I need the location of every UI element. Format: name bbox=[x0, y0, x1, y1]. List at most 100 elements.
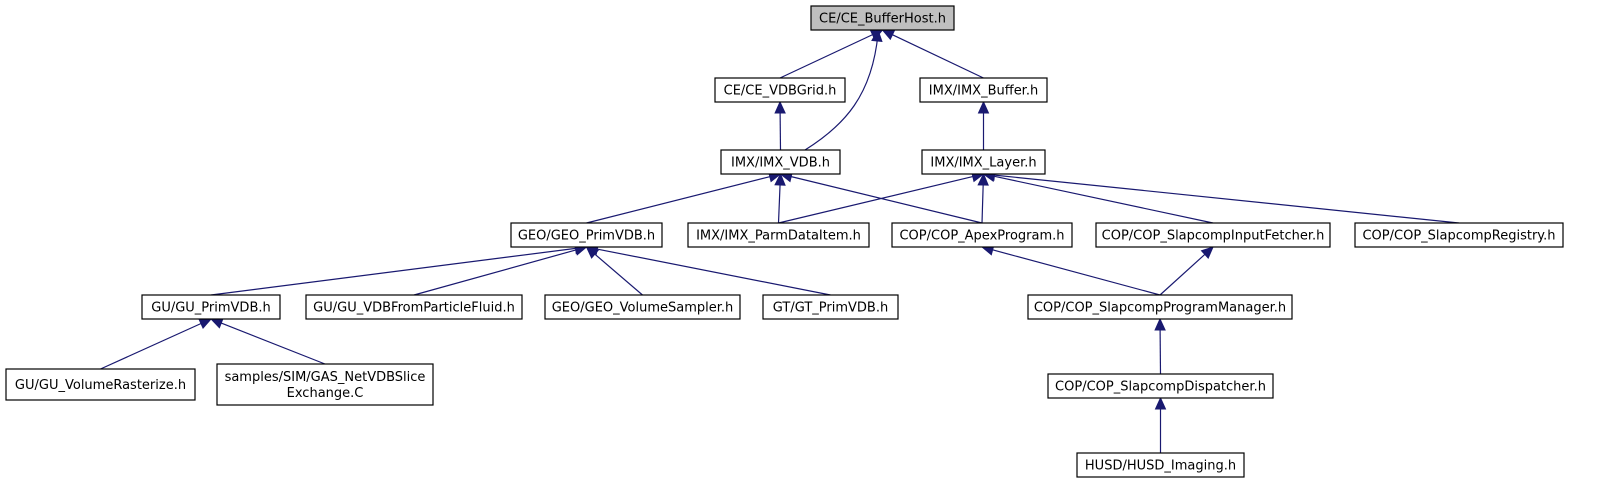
graph-node[interactable]: COP/COP_ApexProgram.h bbox=[891, 222, 1073, 248]
graph-node[interactable]: COP/COP_SlapcompProgramManager.h bbox=[1027, 294, 1293, 320]
edge-n15-to-n10 bbox=[100, 318, 213, 370]
edge-n4-to-n2 bbox=[977, 100, 990, 150]
arrowhead-icon bbox=[977, 172, 989, 186]
arrowhead-icon bbox=[881, 29, 896, 41]
edge-line bbox=[991, 249, 1161, 296]
edge-n10-to-n5 bbox=[210, 242, 588, 296]
arrowhead-icon bbox=[1200, 246, 1214, 260]
node-box bbox=[1027, 294, 1293, 320]
arrowhead-icon bbox=[977, 100, 990, 114]
graph-node[interactable]: COP/COP_SlapcompDispatcher.h bbox=[1047, 373, 1274, 399]
edge-n11-to-n5 bbox=[413, 244, 588, 296]
edge-n9-to-n4 bbox=[982, 169, 1460, 224]
arrowhead-icon bbox=[774, 100, 786, 114]
edge-line bbox=[593, 253, 643, 296]
edge-line bbox=[210, 247, 577, 296]
node-box bbox=[141, 294, 281, 320]
edge-n14-to-n8 bbox=[1159, 246, 1214, 296]
graph-node[interactable]: IMX/IMX_ParmDataItem.h bbox=[687, 222, 870, 248]
edge-n3-to-n0 bbox=[804, 28, 883, 151]
edge-line bbox=[596, 248, 831, 296]
graph-node[interactable]: GT/GT_PrimVDB.h bbox=[762, 294, 899, 320]
graph-node[interactable]: IMX/IMX_Layer.h bbox=[921, 149, 1046, 175]
node-box bbox=[921, 149, 1046, 175]
graph-node[interactable]: COP/COP_SlapcompRegistry.h bbox=[1354, 222, 1564, 248]
node-label: samples/SIM/GAS_NetVDBSlice bbox=[225, 370, 426, 385]
arrowhead-icon bbox=[198, 318, 213, 330]
graph-node[interactable]: GU/GU_VolumeRasterize.h bbox=[5, 368, 196, 401]
edge-n17-to-n14 bbox=[1154, 317, 1166, 375]
arrowhead-icon bbox=[1154, 317, 1166, 331]
node-label: CE/CE_VDBGrid.h bbox=[724, 84, 837, 99]
edge-line bbox=[100, 322, 203, 370]
node-box bbox=[216, 363, 434, 406]
graph-node[interactable]: GU/GU_PrimVDB.h bbox=[141, 294, 281, 320]
node-box bbox=[891, 222, 1073, 248]
edge-n18-to-n17 bbox=[1154, 396, 1167, 453]
node-box bbox=[687, 222, 870, 248]
edge-n13-to-n5 bbox=[585, 243, 831, 296]
graph-node[interactable]: IMX/IMX_VDB.h bbox=[720, 149, 841, 175]
edge-n8-to-n4 bbox=[982, 170, 1214, 224]
edge-line bbox=[777, 183, 781, 224]
node-label: COP/COP_ApexProgram.h bbox=[899, 229, 1064, 244]
node-box bbox=[305, 294, 523, 320]
node-label: IMX/IMX_VDB.h bbox=[731, 156, 830, 171]
graph-node[interactable]: CE/CE_VDBGrid.h bbox=[714, 77, 846, 103]
node-label: Exchange.C bbox=[287, 386, 364, 401]
node-label: GEO/GEO_VolumeSampler.h bbox=[552, 301, 734, 316]
graph-node[interactable]: IMX/IMX_Buffer.h bbox=[919, 77, 1048, 103]
node-label: COP/COP_SlapcompProgramManager.h bbox=[1034, 301, 1286, 316]
edge-n6-to-n3 bbox=[774, 172, 786, 224]
node-label: COP/COP_SlapcompRegistry.h bbox=[1362, 229, 1555, 244]
node-box bbox=[714, 77, 846, 103]
node-label: COP/COP_SlapcompInputFetcher.h bbox=[1102, 229, 1325, 244]
root-node[interactable]: CE/CE_BufferHost.h bbox=[810, 5, 955, 31]
arrowhead-icon bbox=[774, 172, 786, 186]
arrowhead-icon bbox=[871, 28, 883, 43]
arrowhead-icon bbox=[1154, 396, 1167, 410]
edge-line bbox=[790, 175, 983, 224]
edge-n5-to-n3 bbox=[586, 171, 782, 224]
edge-n14-to-n7 bbox=[980, 244, 1161, 296]
node-label: GU/GU_VDBFromParticleFluid.h bbox=[313, 301, 515, 316]
edge-n1-to-n0 bbox=[779, 29, 884, 79]
graph-node[interactable]: GEO/GEO_PrimVDB.h bbox=[510, 222, 663, 248]
edge-line bbox=[778, 175, 974, 224]
edge-line bbox=[1159, 253, 1206, 296]
node-label: HUSD/HUSD_Imaging.h bbox=[1085, 459, 1236, 474]
graph-node[interactable]: COP/COP_SlapcompInputFetcher.h bbox=[1095, 222, 1331, 248]
edge-line bbox=[993, 174, 1460, 224]
edge-n7-to-n4 bbox=[977, 172, 989, 224]
edge-line bbox=[413, 249, 578, 296]
edge-line bbox=[220, 322, 326, 365]
node-label: IMX/IMX_Buffer.h bbox=[929, 84, 1038, 99]
node-label: GEO/GEO_PrimVDB.h bbox=[518, 229, 655, 244]
edge-line bbox=[993, 175, 1214, 224]
graph-node[interactable]: GU/GU_VDBFromParticleFluid.h bbox=[305, 294, 523, 320]
node-box bbox=[510, 222, 663, 248]
node-box bbox=[544, 294, 741, 320]
edge-n2-to-n0 bbox=[881, 29, 984, 79]
edge-line bbox=[586, 175, 771, 224]
node-label: GT/GT_PrimVDB.h bbox=[773, 301, 888, 316]
node-label: IMX/IMX_Layer.h bbox=[930, 156, 1036, 171]
node-box bbox=[5, 368, 196, 401]
node-label: CE/CE_BufferHost.h bbox=[819, 12, 946, 27]
edge-n3-to-n1 bbox=[774, 100, 786, 151]
graph-node[interactable]: GEO/GEO_VolumeSampler.h bbox=[544, 294, 741, 320]
node-label: IMX/IMX_ParmDataItem.h bbox=[696, 229, 861, 244]
edge-line bbox=[891, 33, 984, 79]
edge-n12-to-n5 bbox=[585, 246, 643, 296]
edge-line bbox=[981, 183, 984, 224]
node-label: GU/GU_PrimVDB.h bbox=[151, 301, 270, 316]
node-box bbox=[1047, 373, 1274, 399]
node-box bbox=[762, 294, 899, 320]
node-box bbox=[810, 5, 955, 31]
node-box bbox=[1354, 222, 1564, 248]
graph-node[interactable]: HUSD/HUSD_Imaging.h bbox=[1076, 452, 1245, 478]
